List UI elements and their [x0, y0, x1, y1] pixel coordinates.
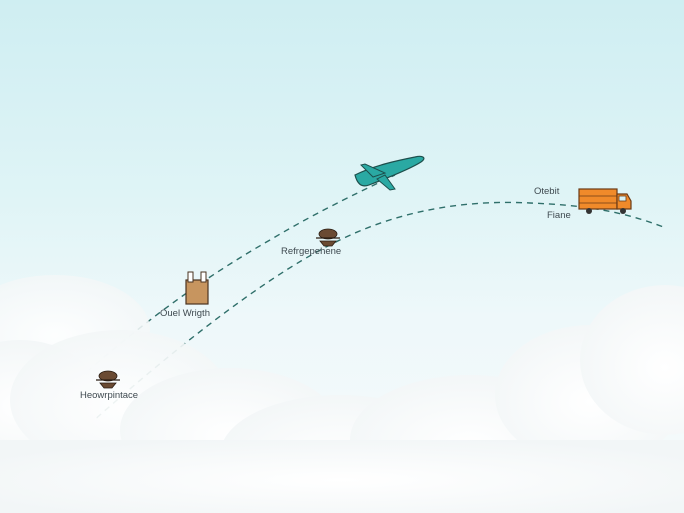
- drone-icon-upper: [316, 228, 340, 247]
- delivery-truck-icon: [578, 188, 632, 214]
- label-mid-upper: Refrgepehene: [281, 246, 341, 257]
- airplane-icon: [354, 155, 425, 191]
- cloud-layer: [0, 275, 684, 513]
- label-mid-left: Ouel Wrigth: [160, 308, 210, 319]
- label-bottom-left: Heowrpintace: [80, 390, 138, 401]
- drone-icon-lower: [96, 370, 120, 389]
- label-top-right-1: Otebit: [534, 186, 560, 197]
- label-top-right-2: Fiane: [547, 210, 571, 221]
- package-icon: [185, 271, 209, 305]
